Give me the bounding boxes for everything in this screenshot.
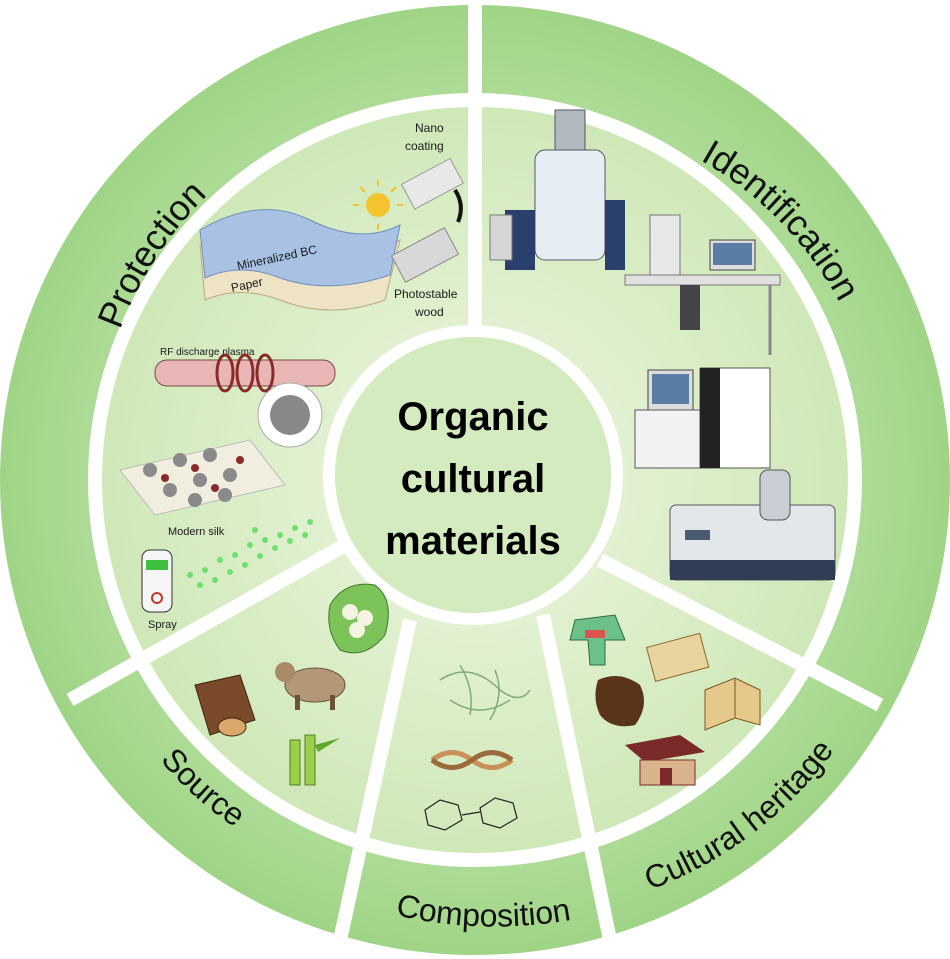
helix-icon <box>430 750 514 770</box>
identification-illustrations <box>489 109 836 581</box>
scroll-icon <box>645 632 710 682</box>
cellulose-structure-icon <box>424 797 518 831</box>
paper-label: Paper <box>230 275 264 295</box>
coil-icon <box>215 353 275 393</box>
mineralized-sheet-icon <box>199 209 401 287</box>
spray-label-band-icon <box>146 560 168 570</box>
fiber-network-icon <box>439 664 531 721</box>
photostable-label-1: Photostable <box>394 287 458 301</box>
segment-dividers <box>66 0 884 942</box>
photostable-wood-block-icon <box>390 226 460 284</box>
sun-rays-icon <box>353 180 403 230</box>
spray-target-icon <box>151 592 163 604</box>
log-icon <box>194 674 256 737</box>
ox-icon <box>275 662 346 710</box>
protection-illustrations: Mineralized BC Paper Nano coating Photos… <box>119 121 464 631</box>
sun-icon <box>366 193 390 217</box>
center-title-line3: materials <box>385 519 561 563</box>
arrow-icon <box>453 188 463 223</box>
nmr-instrument-icon <box>489 109 625 270</box>
temple-icon <box>625 735 705 786</box>
spray-label: Spray <box>148 619 177 631</box>
bamboo-icon <box>289 734 340 786</box>
book-icon <box>704 677 761 731</box>
modern-silk-label: Modern silk <box>168 526 225 538</box>
nano-coating-label-1: Nano <box>415 121 444 135</box>
silk-molecule-icon <box>119 439 286 516</box>
garment-icon <box>569 614 626 666</box>
nano-coating-label-2: coating <box>405 139 444 153</box>
ftir-instrument-icon <box>669 469 836 581</box>
leather-icon <box>595 676 644 727</box>
rf-plasma-label: RF discharge plasma <box>160 347 255 358</box>
center-disc <box>335 337 611 613</box>
fiber-core-icon <box>270 395 310 435</box>
plasma-tube-icon <box>154 359 336 387</box>
sequencer-instrument-icon <box>634 367 771 469</box>
cotton-leaf-icon <box>328 583 389 654</box>
microscope-instrument-icon <box>624 214 781 355</box>
spray-droplets-icon <box>187 519 313 588</box>
heritage-illustrations <box>569 614 761 786</box>
composition-illustrations <box>424 664 531 831</box>
center-title-line1: Organic <box>397 395 548 439</box>
source-illustrations <box>194 583 389 786</box>
photostable-label-2: wood <box>414 305 444 319</box>
center-title-line2: cultural <box>401 457 545 501</box>
nano-coating-block-icon <box>400 157 464 210</box>
